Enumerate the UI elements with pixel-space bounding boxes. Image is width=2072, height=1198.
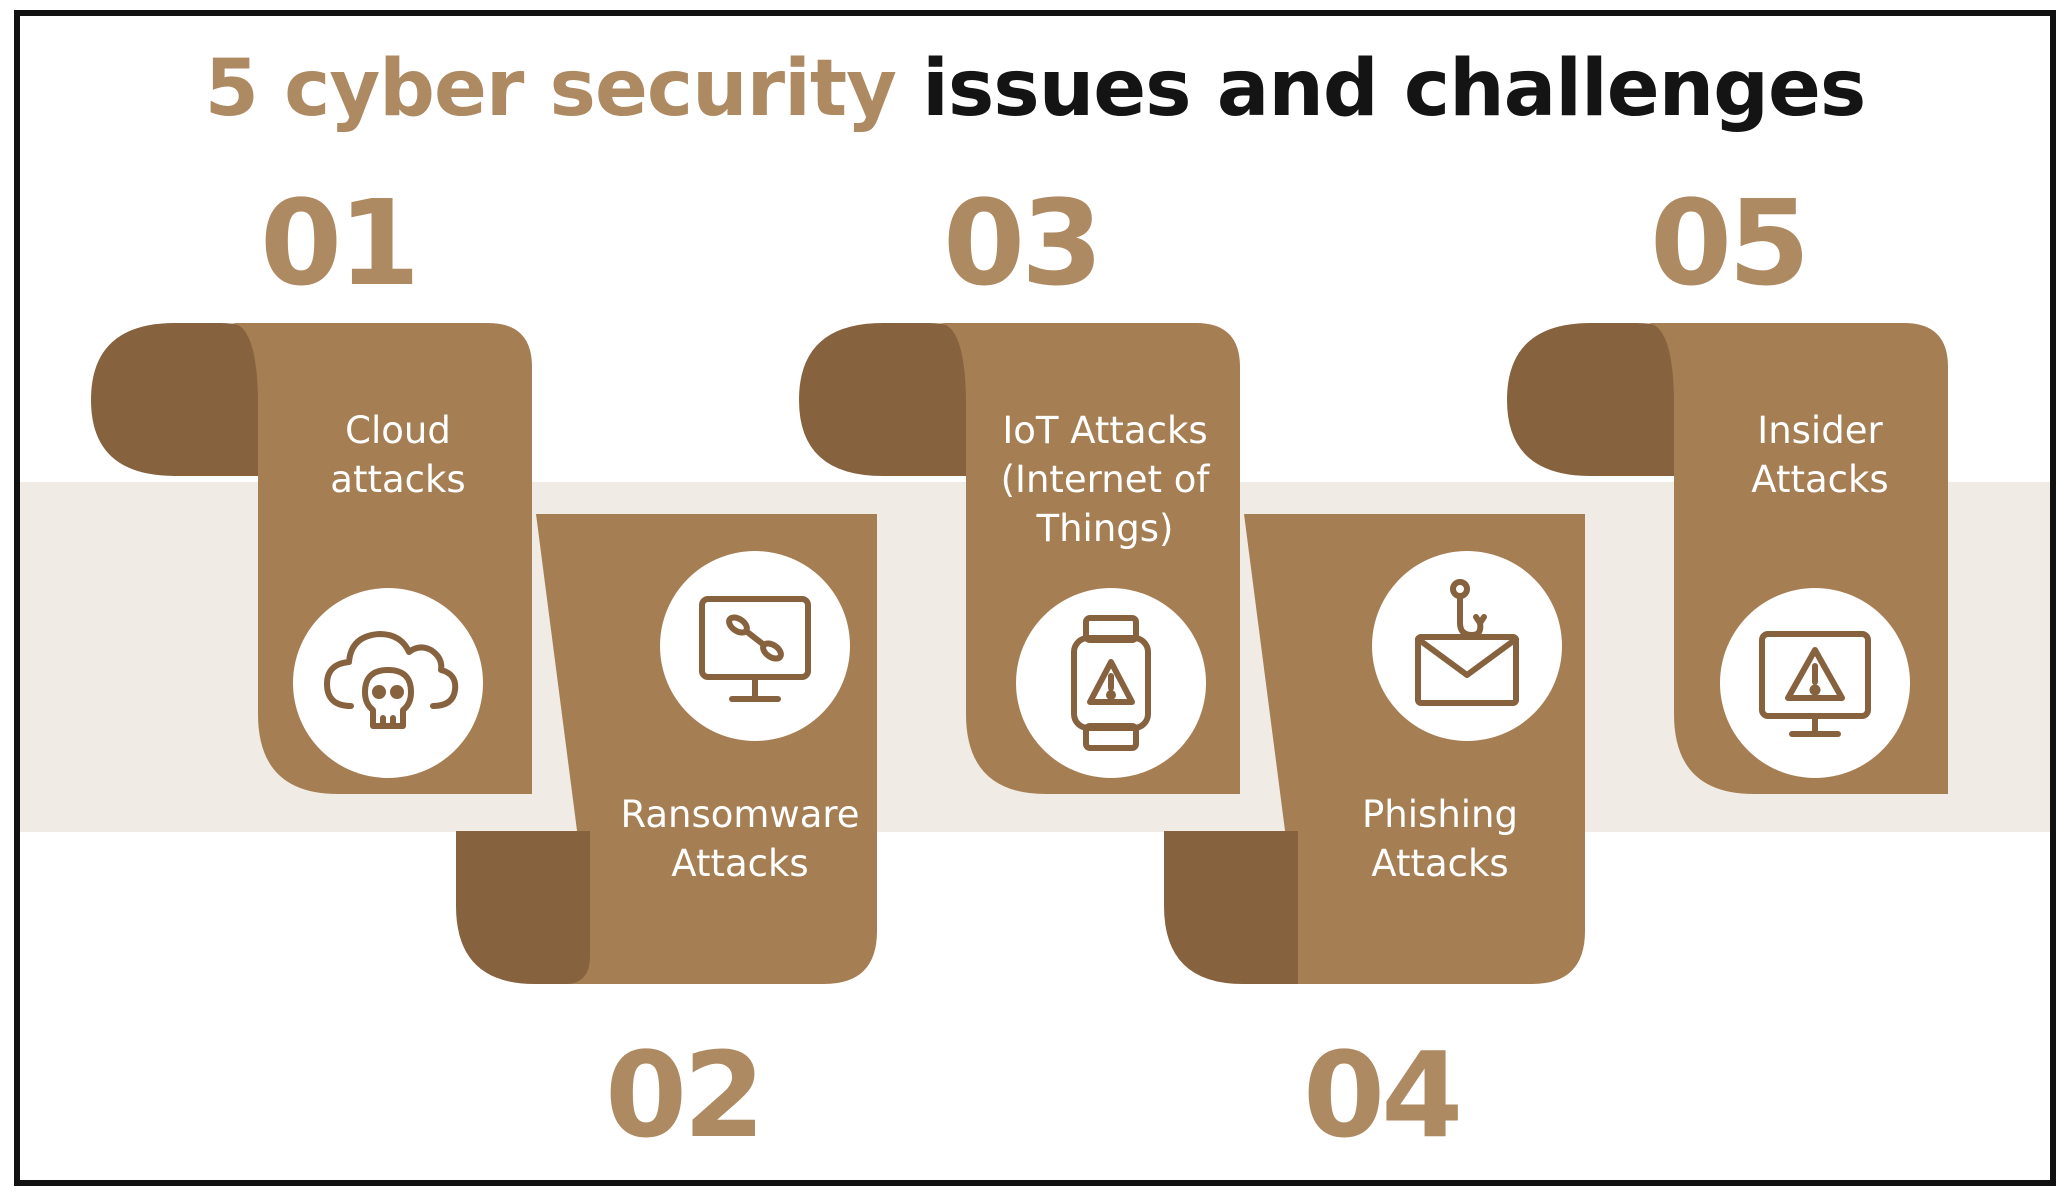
item-number-03: 03: [943, 174, 1103, 312]
monitor-chain-icon: [660, 551, 850, 741]
infographic-frame: 5 cyber security issues and challenges: [14, 10, 2056, 1186]
title-accent: 5 cyber security: [204, 44, 897, 134]
item-number-02: 02: [605, 1026, 765, 1164]
item-label-02: Ransomware Attacks: [620, 793, 860, 885]
page-title: 5 cyber security issues and challenges: [20, 44, 2050, 134]
envelope-hook-icon: [1372, 551, 1562, 741]
item-number-05: 05: [1650, 174, 1810, 312]
item-number-04: 04: [1303, 1026, 1463, 1164]
cloud-skull-icon: [293, 588, 483, 778]
item-label-05: Insider Attacks: [1751, 409, 1889, 501]
monitor-warning-icon: [1720, 588, 1910, 778]
cards-graphic: [91, 323, 1948, 984]
item-label-01: Cloud attacks: [330, 409, 466, 501]
smartwatch-warning-icon: [1016, 588, 1206, 778]
item-label-03: IoT Attacks (Internet of Things): [1000, 409, 1210, 550]
title-dark: issues and challenges: [922, 44, 1866, 134]
item-number-01: 01: [260, 174, 420, 312]
item-label-04: Phishing Attacks: [1362, 793, 1518, 885]
